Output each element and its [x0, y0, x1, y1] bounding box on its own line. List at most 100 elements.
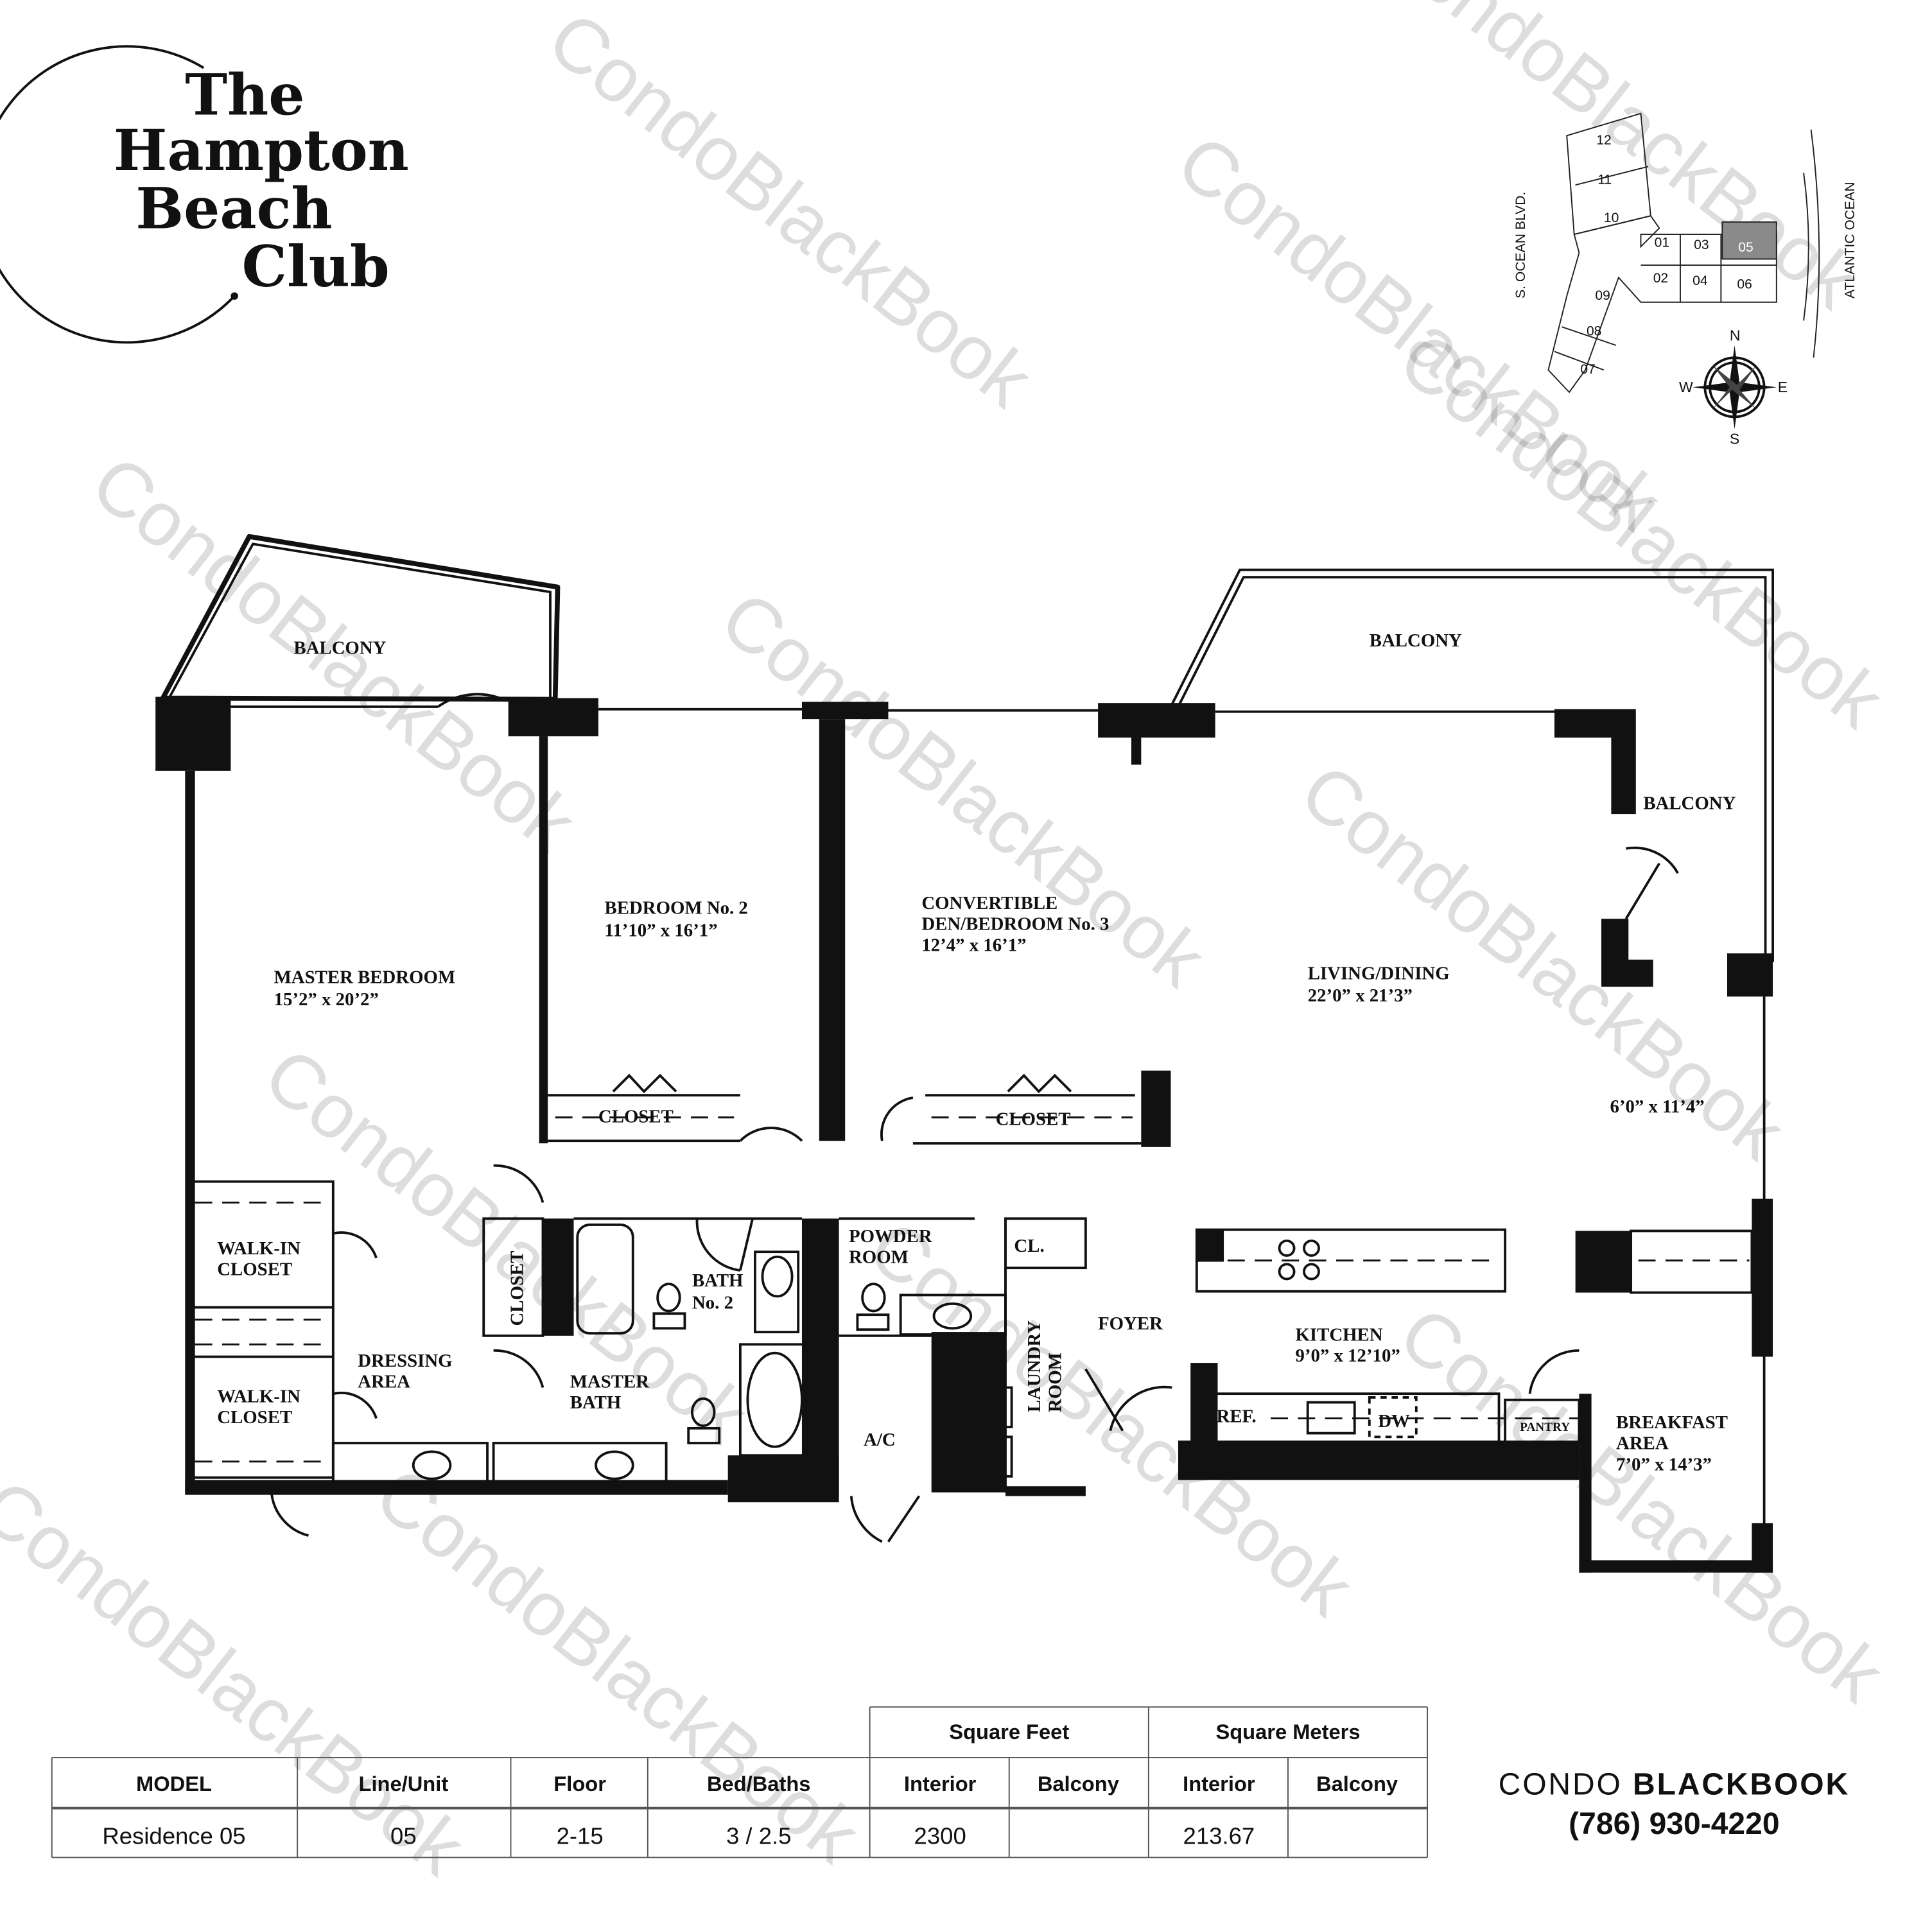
key-plan-units-8-text: 06 — [1737, 277, 1752, 292]
rooms-walk-in-1-0-text: WALK-IN — [217, 1238, 300, 1259]
room-labels: BALCONY BALCONY BALCONY MASTER BEDROOM 1… — [217, 630, 1736, 1475]
rooms-master-bath-1-text: BATH — [570, 1392, 622, 1413]
table-cell: 213.67 — [1183, 1822, 1255, 1849]
rooms-kitchen-size-text: 9’0” x 12’10” — [1296, 1345, 1400, 1366]
key-plan-compass-e-text: E — [1778, 379, 1788, 395]
floor-plan — [155, 533, 1774, 1573]
rooms-master-bath-0-text: MASTER — [570, 1372, 650, 1392]
group-header: Square Meters — [1215, 1720, 1360, 1743]
rooms-walk-in-1-1-text: CLOSET — [217, 1259, 292, 1280]
key-plan-units-2-text: 10 — [1604, 211, 1619, 225]
column-header: Interior — [1183, 1772, 1255, 1795]
key-plan-units-0-text: 12 — [1596, 133, 1612, 148]
rooms-dw-text: DW — [1378, 1411, 1410, 1432]
balcony-label: BALCONY — [293, 637, 386, 658]
rooms-breakfast-name-2-text: AREA — [1616, 1433, 1669, 1454]
column-header: Line/Unit — [359, 1772, 449, 1795]
watermark: CondoBlackBook — [1384, 316, 1899, 745]
rooms-closet-v-text: CLOSET — [507, 1251, 528, 1326]
rooms-breakfast-size-text: 7’0” x 14’3” — [1616, 1454, 1712, 1475]
rooms-ac-text: A/C — [864, 1430, 896, 1450]
rooms-foyer-text: FOYER — [1098, 1313, 1163, 1334]
table-cell: 3 / 2.5 — [726, 1822, 791, 1849]
key-plan-units-7-text: 04 — [1693, 273, 1708, 288]
rooms-powder-0-text: POWDER — [849, 1226, 933, 1247]
key-plan-units-5-text: 05 — [1738, 240, 1754, 255]
balcony-label: BALCONY — [1643, 793, 1736, 813]
group-header: Square Feet — [949, 1720, 1069, 1743]
table-cell: 2300 — [914, 1822, 966, 1849]
watermark: CondoBlackBook — [1384, 1290, 1899, 1719]
brand-name-light: CONDO — [1499, 1768, 1623, 1802]
logo-line: Hampton — [114, 117, 409, 184]
living-label: LIVING/DINING — [1308, 964, 1450, 984]
den-label: CONVERTIBLE — [921, 893, 1057, 913]
key-plan-compass-n-text: N — [1730, 327, 1741, 343]
key-plan-units-10-text: 08 — [1587, 324, 1602, 339]
rooms-powder-1-text: ROOM — [849, 1247, 909, 1267]
rooms-dressing-1-text: AREA — [358, 1372, 410, 1392]
logo-line: The — [185, 62, 304, 128]
bedroom-2-size: 11’10” x 16’1” — [605, 920, 718, 940]
svg-text:CONDO BLACKBOOK: CONDO BLACKBOOK — [1499, 1768, 1850, 1802]
table-cell: 05 — [390, 1822, 417, 1849]
master-bedroom-label: MASTER BEDROOM — [274, 967, 456, 987]
brand-phone: (786) 930-4220 — [1569, 1807, 1779, 1841]
rooms-laundry-0-text: LAUNDRY — [1024, 1320, 1045, 1412]
column-header: Bed/Baths — [707, 1772, 811, 1795]
rooms-kitchen-name-text: KITCHEN — [1296, 1325, 1383, 1345]
column-header: Balcony — [1316, 1772, 1398, 1795]
bedroom-2-label: BEDROOM No. 2 — [605, 898, 748, 919]
brand: CONDO BLACKBOOK (786) 930-4220 — [1499, 1768, 1850, 1841]
column-header: Interior — [904, 1772, 977, 1795]
column-header: Balcony — [1038, 1772, 1119, 1795]
den-label: DEN/BEDROOM No. 3 — [921, 914, 1109, 935]
unit-info-table — [51, 1706, 1429, 1858]
key-plan-units-6-text: 02 — [1653, 271, 1669, 286]
brand-name-bold: BLACKBOOK — [1633, 1768, 1850, 1802]
key-plan-units-1-text: 11 — [1597, 172, 1612, 187]
balcony-size: 6’0” x 11’4” — [1610, 1096, 1704, 1117]
rooms-bath-2-0-text: BATH — [692, 1270, 744, 1291]
closet-label: CLOSET — [996, 1109, 1071, 1129]
watermark: CondoBlackBook — [1359, 0, 1874, 325]
key-plan-compass-s-text: S — [1730, 431, 1739, 447]
rooms-cl-text: CL. — [1014, 1236, 1044, 1256]
table-text: Square Feet Square Meters MODEL Line/Uni… — [102, 1720, 1398, 1849]
rooms-pantry-text: PANTRY — [1520, 1421, 1570, 1434]
column-header: Floor — [553, 1772, 606, 1795]
rooms-ref-text: REF. — [1217, 1406, 1257, 1426]
den-size: 12’4” x 16’1” — [921, 935, 1026, 955]
living-size: 22’0” x 21’3” — [1308, 985, 1413, 1006]
rooms-washer-text: W — [987, 1397, 1005, 1418]
master-bedroom-size: 15’2” x 20’2” — [274, 989, 379, 1010]
rooms-laundry-1-text: ROOM — [1045, 1353, 1065, 1412]
table-cell: Residence 05 — [102, 1822, 245, 1849]
key-plan-units-4-text: 03 — [1694, 238, 1709, 252]
watermark: CondoBlackBook — [853, 1204, 1368, 1632]
key-plan-street-text: S. OCEAN BLVD. — [1513, 192, 1528, 298]
key-plan-compass-w-text: W — [1679, 379, 1693, 395]
closet-label: CLOSET — [598, 1106, 674, 1127]
key-plan-units-11-text: 07 — [1580, 362, 1596, 377]
compass-icon — [1693, 345, 1777, 429]
rooms-walk-in-2-0-text: WALK-IN — [217, 1387, 300, 1407]
logo-line: Club — [242, 233, 390, 300]
key-plan — [1547, 112, 1820, 394]
rooms-breakfast-name-1-text: BREAKFAST — [1616, 1412, 1728, 1433]
key-plan-units-9-text: 09 — [1595, 288, 1610, 303]
balcony-label: BALCONY — [1370, 630, 1462, 651]
rooms-walk-in-2-1-text: CLOSET — [217, 1407, 292, 1428]
key-plan-units-3-text: 01 — [1655, 235, 1670, 250]
highlighted-unit — [1721, 221, 1777, 260]
key-plan-ocean-text: ATLANTIC OCEAN — [1843, 182, 1858, 298]
rooms-bath-2-1-text: No. 2 — [692, 1293, 733, 1313]
rooms-dressing-0-text: DRESSING — [358, 1351, 452, 1371]
watermark: CondoBlackBook — [532, 0, 1047, 424]
logo: The Hampton Beach Club — [0, 45, 409, 344]
logo-line: Beach — [135, 175, 332, 241]
rooms-dryer-text: D — [987, 1448, 1000, 1469]
table-cell: 2-15 — [557, 1822, 604, 1849]
column-header: MODEL — [136, 1772, 212, 1795]
